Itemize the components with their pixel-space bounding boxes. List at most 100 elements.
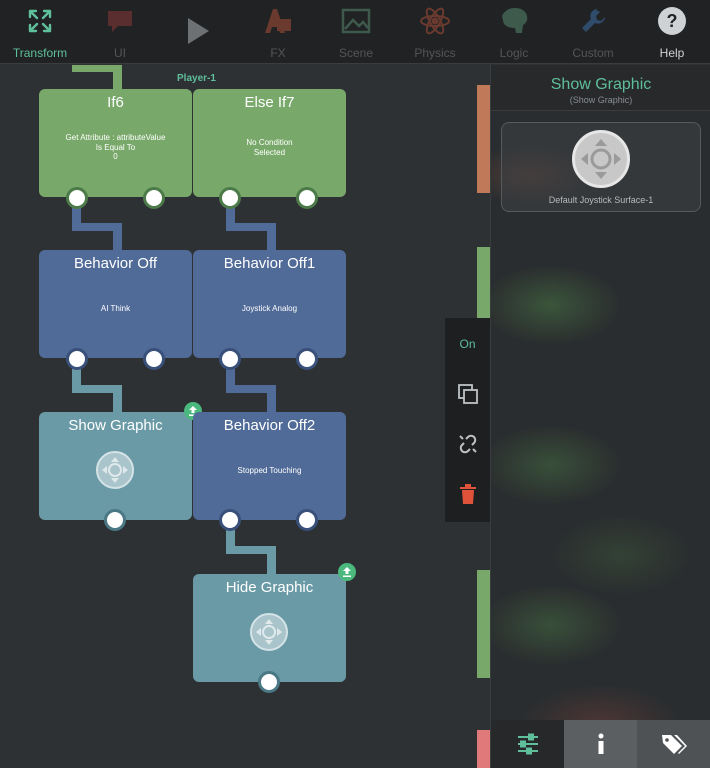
node-title: Else If7 (244, 94, 295, 111)
wire-behoff2-c (267, 546, 276, 576)
wire-top-a (72, 65, 122, 72)
unlink-button[interactable] (445, 424, 490, 464)
tool-help-label: Help (659, 46, 685, 60)
info-icon (598, 733, 603, 754)
transform-icon (0, 6, 80, 36)
node-title: Behavior Off1 (223, 255, 316, 272)
port-showgraphic-out[interactable] (104, 509, 126, 531)
tool-transform-label: Transform (12, 46, 68, 60)
joystick-graphic-icon (250, 613, 288, 651)
tab-properties[interactable] (491, 720, 564, 768)
wire-behoff2-b (226, 546, 276, 554)
scene-icon (316, 6, 396, 36)
owner-label: Player-1 (177, 73, 216, 84)
tags-icon (662, 735, 687, 754)
node-behavior-off2[interactable]: Behavior Off2 Stopped Touching (193, 412, 346, 520)
svg-text:?: ? (667, 11, 678, 31)
help-icon: ? (632, 6, 710, 36)
tool-fx-label: FX (270, 46, 286, 60)
wire-behoff-a (72, 367, 81, 391)
tool-physics[interactable]: Physics (395, 0, 475, 64)
tool-transform[interactable]: Transform (0, 0, 80, 64)
port-elseif7-left[interactable] (219, 187, 241, 209)
node-else-if7[interactable]: Else If7 No Condition Selected (193, 89, 346, 197)
port-if6-right[interactable] (143, 187, 165, 209)
tool-ui[interactable]: UI (80, 0, 160, 64)
physics-icon (395, 6, 475, 36)
delete-button[interactable] (445, 474, 490, 514)
node-title: Behavior Off (73, 255, 158, 272)
node-title: If6 (107, 94, 124, 111)
panel-tabs (491, 720, 710, 768)
node-behavior-off[interactable]: Behavior Off AI Think (39, 250, 192, 358)
tool-ui-label: UI (114, 46, 126, 60)
tool-play[interactable] (158, 0, 238, 64)
node-show-graphic[interactable]: Show Graphic (39, 412, 192, 520)
duplicate-button[interactable] (445, 374, 490, 414)
tool-scene[interactable]: Scene (316, 0, 396, 64)
port-behoff2-right[interactable] (296, 509, 318, 531)
port-behoff-left[interactable] (66, 348, 88, 370)
wire-behoff-b (72, 385, 122, 393)
tool-custom-label: Custom (572, 46, 614, 60)
edge-strip (477, 570, 490, 678)
node-context-menu: On (445, 318, 490, 522)
wire-elseif-b (226, 223, 276, 231)
node-behavior-off1[interactable]: Behavior Off1 Joystick Analog (193, 250, 346, 358)
port-elseif7-right[interactable] (296, 187, 318, 209)
logic-icon (474, 6, 554, 36)
wire-behoff1-c (267, 385, 276, 415)
tab-tags[interactable] (637, 720, 710, 768)
edge-strip (477, 730, 490, 768)
tool-custom[interactable]: Custom (553, 0, 633, 64)
wire-behoff-c (113, 385, 122, 415)
node-title: Show Graphic (68, 417, 163, 434)
wire-elseif-c (267, 223, 276, 253)
wire-elseif-a (226, 205, 235, 229)
node-subtitle: No Condition Selected (246, 138, 293, 157)
port-behoff1-right[interactable] (296, 348, 318, 370)
node-title: Behavior Off2 (223, 417, 316, 434)
tool-help[interactable]: ? Help (632, 0, 710, 64)
top-toolbar: Transform UI FX Scene Physics Logic (0, 0, 710, 64)
fx-icon (238, 6, 318, 36)
tab-info[interactable] (564, 720, 637, 768)
wire-behoff1-b (226, 385, 276, 393)
toggle-on-button[interactable]: On (459, 337, 476, 351)
node-subtitle: Joystick Analog (241, 304, 298, 313)
joystick-graphic-icon (96, 451, 134, 489)
tool-logic[interactable]: Logic (474, 0, 554, 64)
graphic-label: Default Joystick Surface-1 (548, 195, 654, 205)
wire-top-b (113, 65, 122, 91)
sliders-icon (517, 733, 538, 755)
tool-physics-label: Physics (414, 46, 456, 60)
node-title: Hide Graphic (225, 579, 314, 596)
tool-scene-label: Scene (338, 46, 374, 60)
port-behoff-right[interactable] (143, 348, 165, 370)
duplicate-icon (457, 384, 478, 404)
wire-behoff1-a (226, 367, 235, 391)
unlink-icon (458, 434, 477, 454)
custom-wrench-icon (553, 6, 633, 36)
wire-if6-c (113, 223, 122, 253)
node-if6[interactable]: If6 Get Attribute : attributeValue Is Eq… (39, 89, 192, 197)
wire-behoff2-a (226, 528, 235, 552)
port-behoff1-left[interactable] (219, 348, 241, 370)
node-subtitle: Stopped Touching (237, 466, 302, 475)
upload-icon[interactable] (338, 563, 356, 581)
node-hide-graphic[interactable]: Hide Graphic (193, 574, 346, 682)
port-hidegraphic-out[interactable] (258, 671, 280, 693)
tool-logic-label: Logic (499, 46, 529, 60)
logic-canvas[interactable]: Player-1 If6 Get Attribute : attributeVa… (0, 65, 490, 768)
node-subtitle: AI Think (100, 304, 131, 313)
graphic-card[interactable]: Default Joystick Surface-1 (501, 122, 701, 212)
panel-subtitle: (Show Graphic) (569, 95, 633, 105)
port-behoff2-left[interactable] (219, 509, 241, 531)
wire-if6-b (72, 223, 122, 231)
joystick-surface-icon (572, 130, 630, 188)
tool-fx[interactable]: FX (238, 0, 318, 64)
wire-if6-a (72, 205, 81, 229)
port-if6-left[interactable] (66, 187, 88, 209)
panel-title: Show Graphic (550, 76, 652, 93)
edge-strip (477, 85, 490, 193)
